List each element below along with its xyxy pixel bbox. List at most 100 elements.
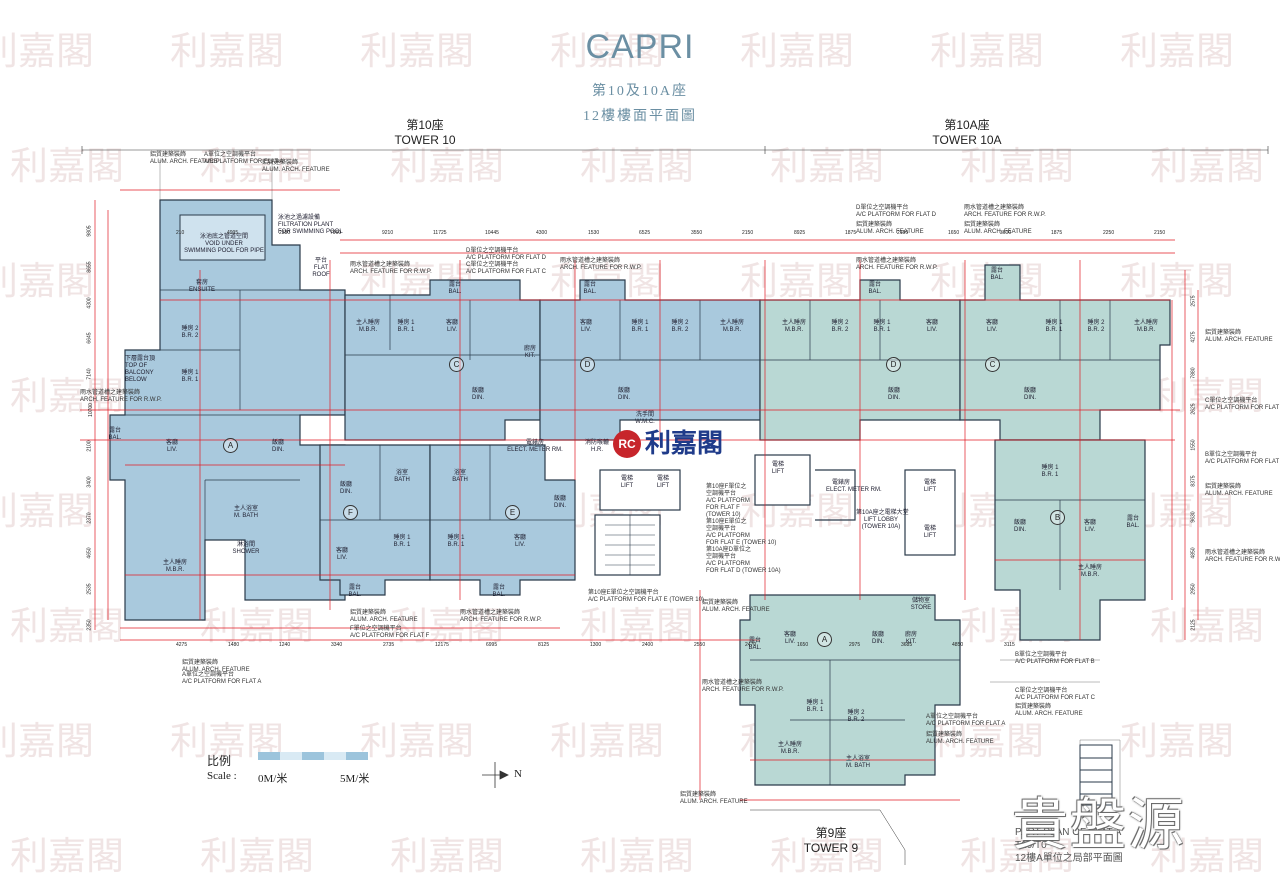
pool-plant-box (179, 214, 266, 261)
room-master-b: 主人睡房 M.B.R. (1077, 565, 1102, 578)
dim-top-value: 9210 (382, 230, 394, 236)
callout-arch-feature-sw: 鋁質建築裝飾 ALUM. ARCH. FEATURE (182, 660, 250, 673)
room-mbath-a9: 主人浴室 M. BATH (845, 756, 870, 769)
callout-ac-flat-c-south: C單位之空調機平台 A/C PLATFORM FOR FLAT C (1015, 688, 1096, 701)
lift-lobby-10a: 第10A座之電梯大堂 LIFT LOBBY (TOWER 10A) (856, 510, 909, 530)
tower-9-en: TOWER 9 (803, 841, 859, 855)
room-wmc-d: 洗手間 W.M.C. (635, 412, 655, 425)
room-br1-c: 睡房 1 B.R. 1 (397, 320, 415, 333)
lift-4: 電梯 LIFT (923, 480, 937, 493)
room-bath-f: 浴室 BATH (394, 470, 410, 483)
room-kitchen-c: 廚房 KIT. (523, 346, 536, 359)
callout-ac-flat-c-east: C單位之空調機平台 A/C PLATFORM FOR FLAT C (1205, 398, 1280, 411)
flat-d-tower10-marker: D (580, 357, 595, 372)
room-balcony-b: 露台 BAL. (1126, 516, 1140, 529)
callout-ac-flat-c-10: C單位之空調機平台 A/C PLATFORM FOR FLAT C (466, 262, 547, 275)
callout-arch-feature-2: 鋁質建築裝飾 ALUM. ARCH. FEATURE (262, 160, 330, 173)
dim-top-value: 4995 (227, 230, 239, 236)
room-balcony-e: 露台 BAL. (492, 585, 506, 598)
room-br2-c10a: 睡房 2 B.R. 2 (1087, 320, 1105, 333)
tower-10a-label: 第10A座 TOWER 10A (912, 118, 1022, 148)
dim-left-value: 10700 (87, 403, 94, 417)
room-br1-c10a: 睡房 1 B.R. 1 (1045, 320, 1063, 333)
callout-rwp-west: 雨水管道槽之建築裝飾 ARCH. FEATURE FOR R.W.P. (80, 390, 162, 403)
dim-right-value: 7880 (1190, 367, 1197, 379)
scale-label-en: Scale : (207, 770, 237, 782)
callout-rwp-d10a: 雨水管道槽之建築裝飾 ARCH. FEATURE FOR R.W.P. (856, 258, 938, 271)
room-master-c10a: 主人睡房 M.B.R. (1133, 320, 1158, 333)
callout-rwp-c: 雨水管道槽之建築裝飾 ARCH. FEATURE FOR R.W.P. (350, 262, 432, 275)
dim-bottom-value: 1300 (590, 642, 602, 648)
callout-arch-feature-1: 鋁質建築裝飾 ALUM. ARCH. FEATURE (150, 152, 218, 165)
pool-plant-label: 泳池之過濾設備 FILTRATION PLANT FOR SWIMMING PO… (278, 215, 343, 235)
stair-box (1079, 744, 1113, 806)
room-living-f: 客廳 LIV. (335, 548, 348, 561)
room-dining-d10a: 飯廳 DIN. (887, 388, 900, 401)
dim-left-value: 2370 (86, 512, 93, 524)
dim-bottom-value: 2550 (694, 642, 706, 648)
dim-left-value: 3400 (86, 476, 93, 488)
dim-right-value: 2625 (1190, 403, 1197, 415)
room-bath-e: 浴室 BATH (452, 470, 468, 483)
dim-left-value: 7140 (86, 368, 93, 380)
callout-arch-feature-c10a: 鋁質建築裝飾 ALUM. ARCH. FEATURE (964, 222, 1032, 235)
void-label: 泳池底之管道空間 VOID UNDER SWIMMING POOL FOR PI… (184, 234, 264, 254)
callout-ac-flat-a-top: A單位之空調機平台 A/C PLATFORM FOR FLAT A (204, 152, 284, 165)
dim-right-value: 9630 (1190, 511, 1197, 523)
tower-9-flat-a-shape (739, 594, 961, 786)
callout-ac-flat-b-south: B單位之空調機平台 A/C PLATFORM FOR FLAT B (1015, 652, 1095, 665)
callout-rwp-east: 雨水管道槽之建築裝飾 ARCH. FEATURE FOR R.W.P. (1205, 550, 1280, 563)
dim-top-value: 1875 (1051, 230, 1063, 236)
dim-left-value: 6645 (86, 332, 93, 344)
room-dining-f: 飯廳 DIN. (339, 482, 352, 495)
lift-1: 電梯 LIFT (620, 476, 634, 489)
callout-rwp-d: 雨水管道槽之建築裝飾 ARCH. FEATURE FOR R.W.P. (560, 258, 642, 271)
flat-f-tower10-marker: F (343, 505, 358, 520)
room-store-a9: 儲物室 STORE (910, 598, 932, 611)
dim-top-value: 2150 (897, 230, 909, 236)
callout-ac-flat-f: F單位之空調機平台 A/C PLATFORM FOR FLAT F (350, 626, 430, 639)
callout-arch-feature-t9-3: 鋁質建築裝飾 ALUM. ARCH. FEATURE (680, 792, 748, 805)
flat-c-tower10a-marker: C (985, 357, 1000, 372)
flat-d-tower10a-marker: D (886, 357, 901, 372)
elect-meter-room: 電錶房 ELECT. METER RM. (507, 440, 563, 453)
dim-bottom-value: 1240 (279, 642, 291, 648)
room-balcony-d10a: 露台 BAL. (868, 282, 882, 295)
room-living-e: 客廳 LIV. (513, 535, 526, 548)
room-br1-b: 睡房 1 B.R. 1 (1041, 465, 1059, 478)
corner-watermark: 貴盤源 (1012, 793, 1186, 858)
stair-lines (605, 515, 655, 575)
brand-logo-text: 利嘉閣 (645, 429, 724, 459)
flat-e-tower10-marker: E (505, 505, 520, 520)
dim-top-value: 1530 (588, 230, 600, 236)
tower-9-label: 第9座 TOWER 9 (776, 826, 886, 856)
flat-b-tower10a-marker: B (1050, 510, 1065, 525)
dim-top-value: 4300 (536, 230, 548, 236)
dim-top-value: 2150 (742, 230, 754, 236)
dim-left-value: 2535 (86, 583, 93, 595)
page-subtitle-tower: 第10及10A座 (591, 84, 689, 99)
dim-top-value: 210 (176, 230, 185, 236)
lift-3: 電梯 LIFT (771, 462, 785, 475)
callout-arch-feature-east-2: 鋁質建築裝飾 ALUM. ARCH. FEATURE (1205, 484, 1273, 497)
callout-arch-feature-t9: 鋁質建築裝飾 ALUM. ARCH. FEATURE (702, 600, 770, 613)
dim-bottom-value: 2470 (745, 642, 757, 648)
top-dimension-line (81, 146, 1269, 154)
dim-top-value: 10445 (485, 230, 499, 236)
dim-right-value: 4275 (1190, 331, 1197, 343)
dim-top-value: 2380 (279, 230, 291, 236)
room-master-a: 主人睡房 M.B.R. (162, 560, 187, 573)
dim-right-value: 2950 (1190, 583, 1197, 595)
lift-2: 電梯 LIFT (656, 476, 670, 489)
callout-arch-feature-f: 鋁質建築裝飾 ALUM. ARCH. FEATURE (350, 610, 418, 623)
room-br1-a: 睡房 1 B.R. 1 (181, 370, 199, 383)
room-br2-a9: 睡房 2 B.R. 2 (847, 710, 865, 723)
room-living-d10a: 客廳 LIV. (925, 320, 938, 333)
room-master-c: 主人睡房 M.B.R. (355, 320, 380, 333)
dim-bottom-value: 1480 (228, 642, 240, 648)
room-br1-a9: 睡房 1 B.R. 1 (806, 700, 824, 713)
room-living-a9: 客廳 LIV. (783, 632, 796, 645)
tower-10-cn: 第10座 (406, 118, 444, 132)
